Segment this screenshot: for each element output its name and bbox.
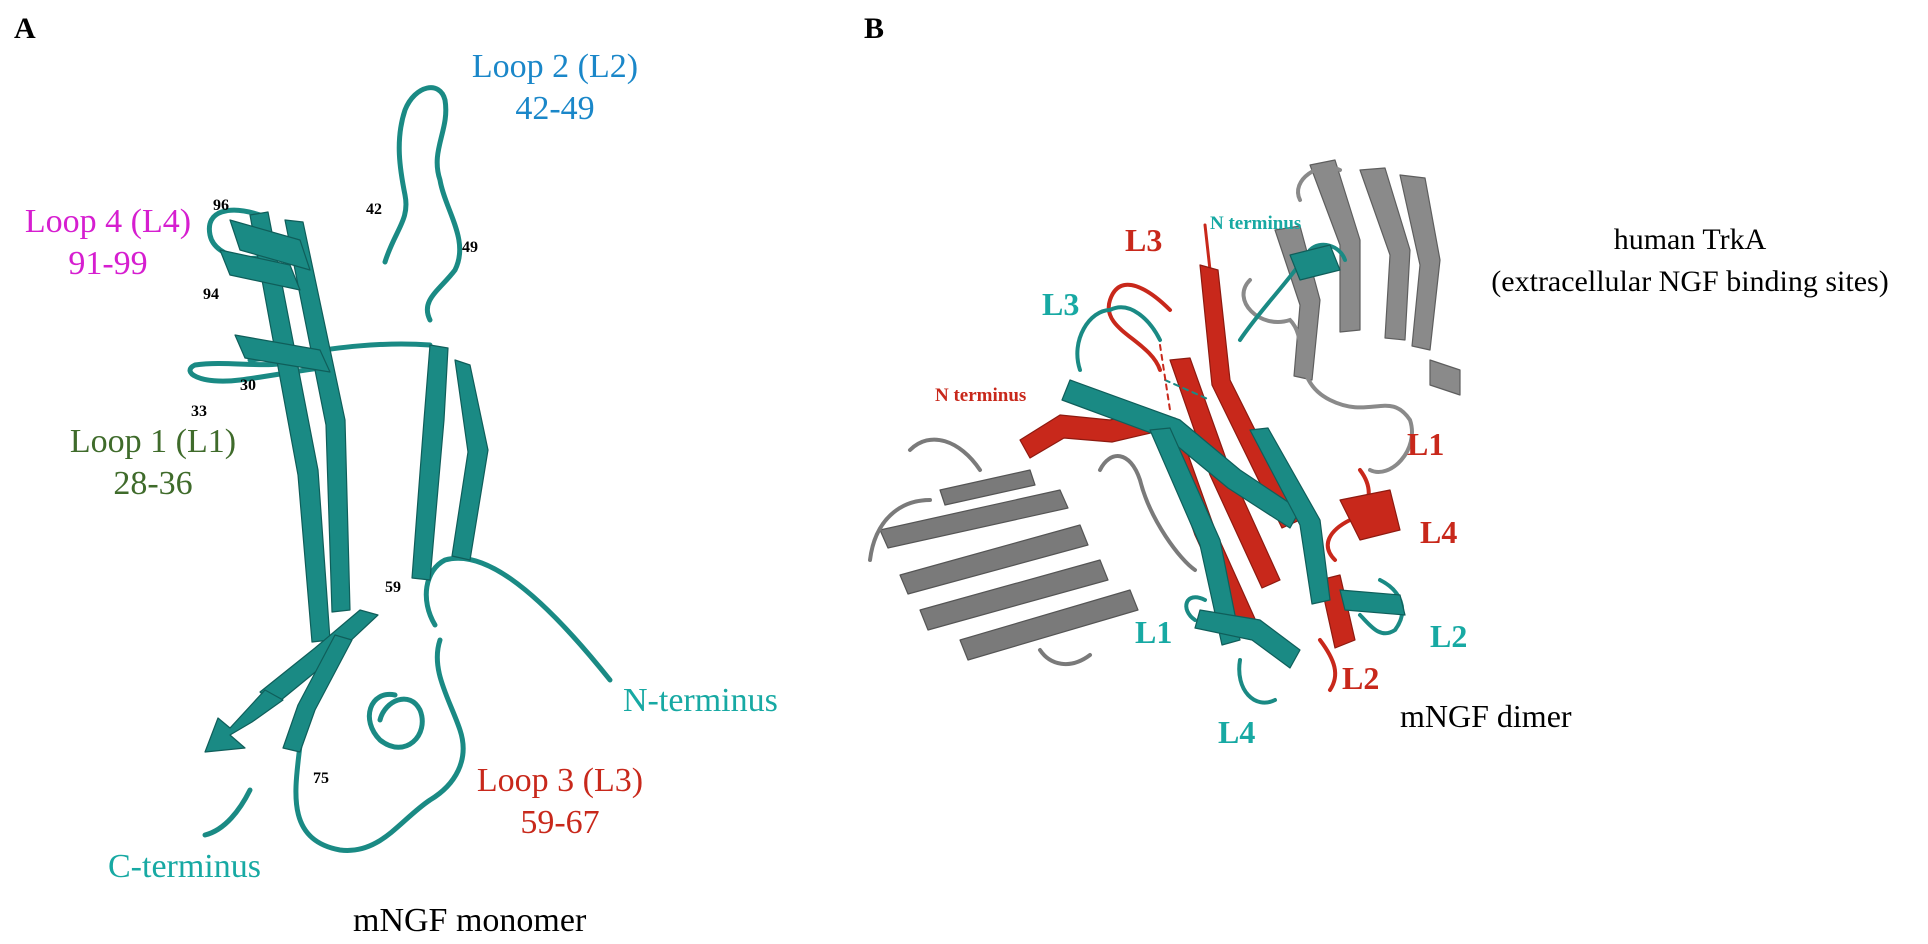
trka-line-2: (extracellular NGF binding sites): [1491, 265, 1889, 298]
red-l3-label: L3: [1125, 222, 1163, 258]
red-l4-label: L4: [1420, 514, 1458, 550]
red-loop3-coil: [1106, 282, 1172, 372]
residue-49: 49: [462, 239, 478, 256]
loop3-label: Loop 3 (L3) 59-67: [460, 764, 660, 840]
loop3-range: 59-67: [520, 804, 600, 841]
coil-loop1: [187, 357, 323, 384]
red-l4-region: [1339, 489, 1401, 541]
coil-n-terminus: [423, 555, 613, 683]
residue-94: 94: [203, 286, 219, 303]
coil-lower: [293, 637, 466, 853]
strand-7: [282, 634, 353, 753]
teal-l4-label: L4: [1218, 714, 1256, 750]
strand-8: [229, 219, 311, 271]
teal-strand-6: [1339, 589, 1406, 616]
loop3-name: Loop 3 (L3): [476, 762, 644, 799]
teal-l1-coil: [1184, 595, 1207, 622]
red-n-terminus-label: N terminus: [935, 385, 1027, 406]
teal-strand-1: [1061, 379, 1301, 529]
monomer-n-terminus-label: N-terminus: [623, 682, 778, 719]
strand-10: [234, 334, 331, 373]
strand-2: [284, 219, 351, 613]
teal-l3-label: L3: [1042, 286, 1080, 322]
teal-l2-coil: [1358, 578, 1405, 636]
coil-loop3: [366, 692, 425, 750]
loop2-label: Loop 2 (L2) 42-49: [455, 50, 655, 126]
loop4-name: Loop 4 (L4): [24, 203, 192, 240]
strand-6: [204, 689, 284, 753]
residue-30: 30: [240, 377, 256, 394]
teal-l2-label: L2: [1430, 618, 1468, 654]
red-l2-coil: [1318, 638, 1338, 692]
teal-strand-2: [1149, 427, 1241, 646]
strand-9: [219, 249, 301, 291]
red-l2-label: L2: [1342, 660, 1380, 696]
teal-strand-3: [1249, 427, 1331, 605]
dimer-caption: mNGF dimer: [1400, 698, 1572, 734]
teal-strand-5: [1289, 244, 1341, 281]
teal-loop3-coil: [1075, 305, 1162, 372]
residue-75: 75: [313, 770, 329, 787]
loop4-range: 91-99: [68, 245, 148, 282]
coil-loop2: [382, 85, 463, 323]
loop2-range: 42-49: [515, 90, 595, 127]
teal-l4-coil: [1237, 658, 1277, 705]
loop2-name: Loop 2 (L2): [471, 48, 639, 85]
red-l1-label: L1: [1407, 426, 1445, 462]
loop4-label: Loop 4 (L4) 91-99: [8, 205, 208, 281]
strand-4: [451, 359, 489, 561]
loop1-name: Loop 1 (L1): [69, 423, 237, 460]
residue-59: 59: [385, 579, 401, 596]
teal-l1-label: L1: [1135, 614, 1173, 650]
teal-n-terminus-label: N terminus: [1210, 213, 1302, 234]
monomer-c-terminus-label: C-terminus: [108, 848, 261, 885]
residue-33: 33: [191, 403, 207, 420]
strand-3: [411, 344, 449, 581]
trka-domain-left: [879, 469, 1139, 661]
panel-b-letter: B: [864, 12, 885, 45]
panel-a-letter: A: [14, 12, 36, 45]
teal-strand-4: [1194, 609, 1301, 669]
monomer-caption: mNGF monomer: [353, 902, 587, 939]
coil-c-terminus: [202, 787, 253, 838]
trka-label: human TrkA (extracellular NGF binding si…: [1455, 225, 1925, 297]
residue-96: 96: [213, 197, 229, 214]
residue-42: 42: [366, 201, 382, 218]
loop1-range: 28-36: [113, 465, 193, 502]
loop1-label: Loop 1 (L1) 28-36: [53, 425, 253, 501]
trka-line-1: human TrkA: [1613, 223, 1767, 256]
